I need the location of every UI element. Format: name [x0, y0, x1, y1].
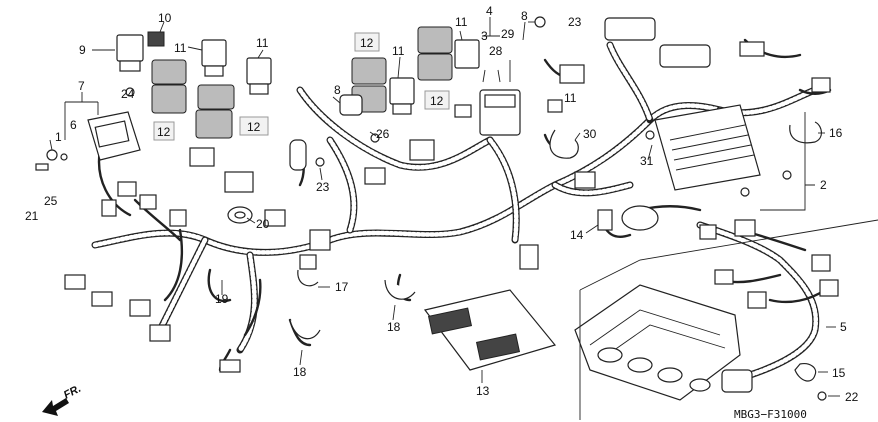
- boxed-callout-12a: 12: [157, 125, 171, 139]
- callout-11a: 11: [174, 41, 187, 55]
- callout-28: 28: [489, 44, 503, 58]
- leader-lines: [49, 17, 878, 420]
- boxed-callout-12d: 12: [430, 94, 444, 108]
- callout-20: 20: [256, 217, 270, 231]
- front-direction-indicator: FR.: [42, 383, 83, 416]
- callout-1: 1: [55, 130, 62, 144]
- callout-21: 21: [25, 209, 39, 223]
- callout-25: 25: [44, 194, 58, 208]
- callout-19: 19: [215, 292, 229, 306]
- callout-17: 17: [335, 280, 349, 294]
- callout-14: 14: [570, 228, 584, 242]
- parts: [35, 16, 839, 401]
- callout-29: 29: [501, 27, 515, 41]
- callout-8b: 8: [521, 9, 528, 23]
- callout-26: 26: [376, 127, 390, 141]
- boxed-callout-12b: 12: [247, 120, 261, 134]
- callout-16: 16: [829, 126, 843, 140]
- callout-11b: 11: [256, 36, 269, 50]
- callout-24: 24: [121, 87, 135, 101]
- callout-11c: 11: [392, 44, 405, 58]
- boxed-callout-12c: 12: [360, 36, 374, 50]
- main-harness: [91, 41, 819, 354]
- callout-11d: 11: [455, 15, 468, 29]
- callout-23b: 23: [568, 15, 582, 29]
- boxed-labels: 12 12 12 12: [153, 32, 450, 141]
- callout-30: 30: [583, 127, 597, 141]
- front-arrow-icon: [42, 398, 69, 416]
- callout-7: 7: [78, 79, 85, 93]
- callout-4: 4: [486, 4, 493, 18]
- callout-22: 22: [845, 390, 859, 404]
- callout-18a: 18: [387, 320, 401, 334]
- callout-3: 3: [481, 29, 488, 43]
- callout-15: 15: [832, 366, 846, 380]
- front-direction-label: FR.: [62, 383, 83, 402]
- figure-code: MBG3−F31000: [734, 408, 807, 421]
- callout-8a: 8: [334, 83, 341, 97]
- callout-31: 31: [640, 154, 654, 168]
- callout-10: 10: [158, 11, 172, 25]
- callout-9: 9: [79, 43, 86, 57]
- callout-13: 13: [476, 384, 490, 398]
- callout-2: 2: [820, 178, 827, 192]
- callout-5: 5: [840, 320, 847, 334]
- callout-11e: 11: [564, 91, 577, 105]
- callout-labels: 1 2 3 4 5 6 7 8 8 9 10 11 11 11 11 11 13…: [25, 4, 859, 404]
- callout-23a: 23: [316, 180, 330, 194]
- callout-6: 6: [70, 118, 77, 132]
- callout-18b: 18: [293, 365, 307, 379]
